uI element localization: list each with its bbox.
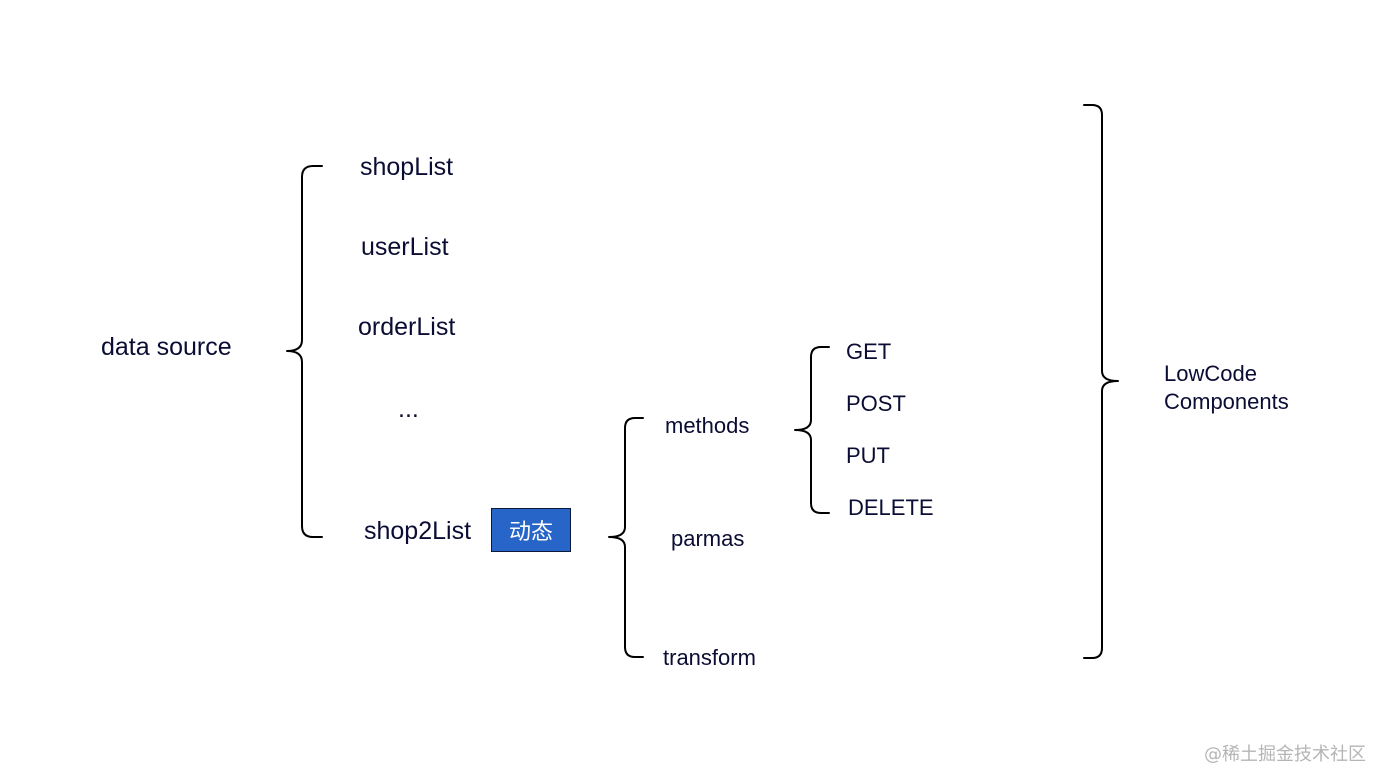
lowcode-line-2: Components xyxy=(1164,389,1289,414)
source-item-userlist: userList xyxy=(361,233,449,261)
method-get: GET xyxy=(846,339,892,364)
watermark: @稀土掘金技术社区 xyxy=(1204,744,1366,765)
source-item-orderlist: orderList xyxy=(358,313,456,341)
root-label: data source xyxy=(101,333,232,361)
option-methods: methods xyxy=(665,413,750,438)
lowcode-line-1: LowCode xyxy=(1164,361,1257,386)
source-item-ellipsis: ... xyxy=(398,395,419,423)
brace-lowcode xyxy=(1083,104,1119,659)
source-item-shop2list: shop2List xyxy=(364,517,472,545)
method-delete: DELETE xyxy=(848,495,934,520)
dynamic-badge-label: 动态 xyxy=(508,520,553,545)
source-item-shoplist: shopList xyxy=(360,153,454,181)
lowcode-components-label: LowCode Components xyxy=(1164,360,1289,416)
brace-methods xyxy=(794,346,830,514)
brace-shop2list xyxy=(608,417,644,658)
method-post: POST xyxy=(846,391,906,416)
option-parmas: parmas xyxy=(671,526,745,551)
dynamic-badge: 动态 xyxy=(491,508,571,552)
brace-data-source xyxy=(286,165,323,538)
option-transform: transform xyxy=(663,645,756,670)
method-put: PUT xyxy=(846,443,890,468)
